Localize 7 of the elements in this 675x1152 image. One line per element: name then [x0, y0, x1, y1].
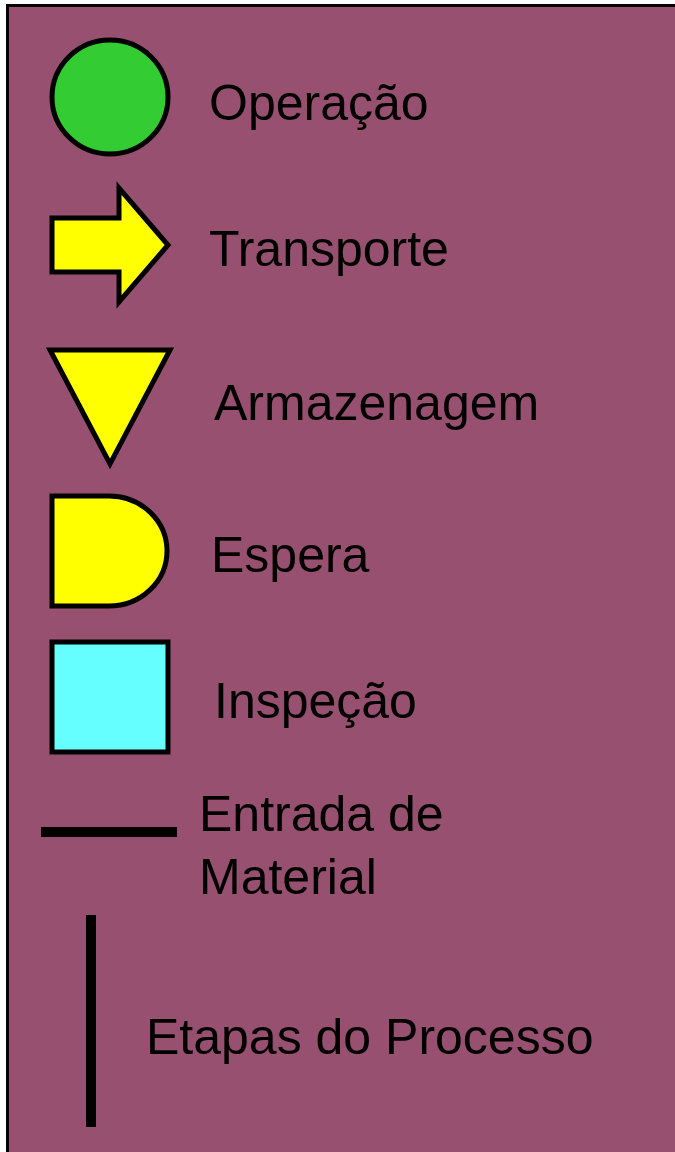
legend-text: Inspeção — [214, 672, 417, 731]
legend-text: Armazenagem — [214, 374, 540, 433]
legend-text: Etapas do Processo — [146, 1008, 594, 1067]
legend-text: Transporte — [209, 220, 449, 279]
legend-text: Espera — [211, 526, 370, 585]
legend-text: Operação — [209, 74, 429, 133]
legend-text: Entrada de Material — [199, 785, 445, 907]
